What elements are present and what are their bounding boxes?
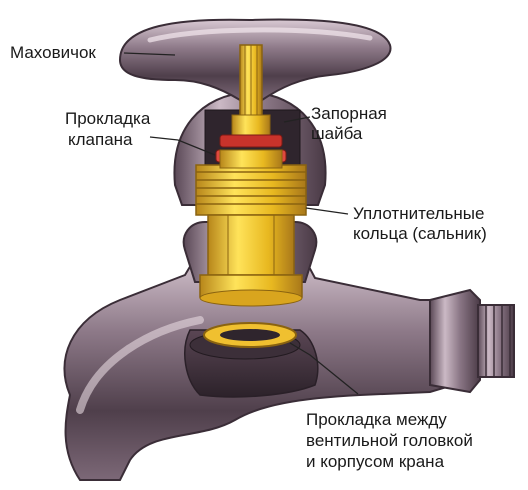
leader-seal-rings — [306, 208, 348, 214]
label-body-gasket-line3: и корпусом крана — [306, 452, 444, 472]
label-body-gasket-line2: вентильной головкой — [306, 431, 473, 451]
label-seal-rings-line2: кольца (сальник) — [353, 224, 487, 244]
body-gasket — [204, 323, 296, 347]
label-lock-washer-line1: Запорная — [311, 104, 387, 124]
label-body-gasket-line1: Прокладка между — [306, 410, 447, 430]
label-valve-gasket-line1: Прокладка — [65, 109, 150, 129]
label-handwheel: Маховичок — [10, 43, 96, 63]
inlet-fitting — [430, 290, 514, 392]
valve-head — [200, 215, 302, 306]
label-valve-gasket-line2: клапана — [68, 130, 133, 150]
label-seal-rings-line1: Уплотнительные — [353, 204, 484, 224]
label-lock-washer-line2: шайба — [311, 124, 362, 144]
